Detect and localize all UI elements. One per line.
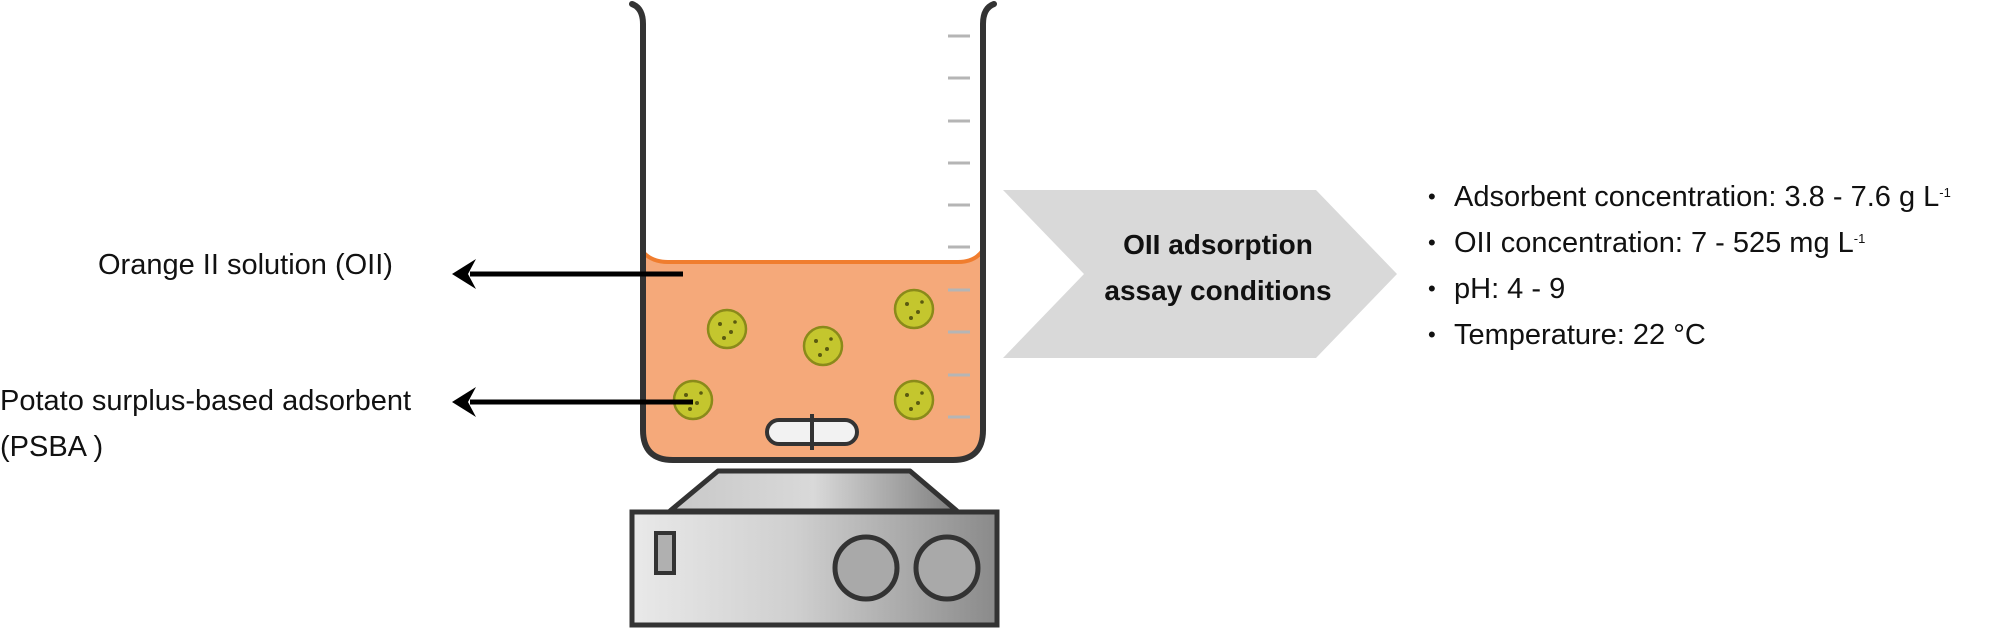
chevron-shape [1003,190,1397,358]
arrow-solution [452,259,683,289]
chevron-label-line2: assay conditions [1104,275,1332,306]
chevron-label: OII adsorption assay conditions [1068,222,1368,314]
stir-bar [765,414,859,450]
condition-ph: pH: 4 - 9 [1424,266,1951,312]
assay-conditions-list: Adsorbent concentration: 3.8 - 7.6 g L-1… [1424,174,1951,358]
particle [802,325,844,367]
particle [893,288,935,330]
magnetic-stirrer [629,509,1000,628]
condition-adsorbent-concentration: Adsorbent concentration: 3.8 - 7.6 g L-1 [1424,174,1951,220]
chevron-label-line1: OII adsorption [1123,229,1313,260]
particle [706,308,748,350]
label-psba-line1: Potato surplus-based adsorbent [0,385,412,417]
solution-surface [641,248,985,264]
beaker [629,1,997,463]
condition-oii-concentration: OII concentration: 7 - 525 mg L-1 [1424,220,1951,266]
arrow-adsorbent [452,387,693,417]
adsorbent-particles [672,288,935,421]
graduation-marks [948,34,970,419]
label-psba-line2: (PSBA ) [0,431,104,463]
condition-temperature: Temperature: 22 °C [1424,312,1951,358]
label-orange-ii-solution: Orange II solution (OII) [98,249,393,281]
particle [893,379,935,421]
stirrer-top-plate [667,468,960,514]
